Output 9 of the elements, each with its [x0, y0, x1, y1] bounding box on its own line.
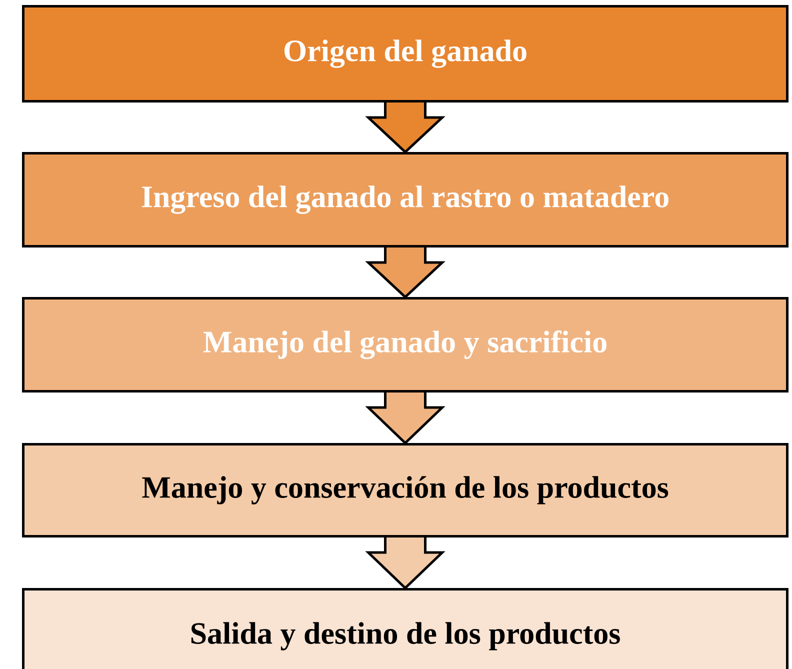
block-arrow	[365, 101, 446, 154]
process-box: Origen del ganado	[22, 5, 788, 102]
process-box: Manejo del ganado y sacrificio	[22, 297, 788, 392]
process-box: Manejo y conservación de los productos	[22, 443, 788, 538]
process-box: Ingreso del ganado al rastro o matadero	[22, 152, 788, 248]
block-arrow	[365, 246, 446, 299]
block-arrow	[365, 391, 446, 445]
block-arrow	[365, 536, 446, 590]
process-box: Salida y destino de los productos	[22, 588, 788, 669]
